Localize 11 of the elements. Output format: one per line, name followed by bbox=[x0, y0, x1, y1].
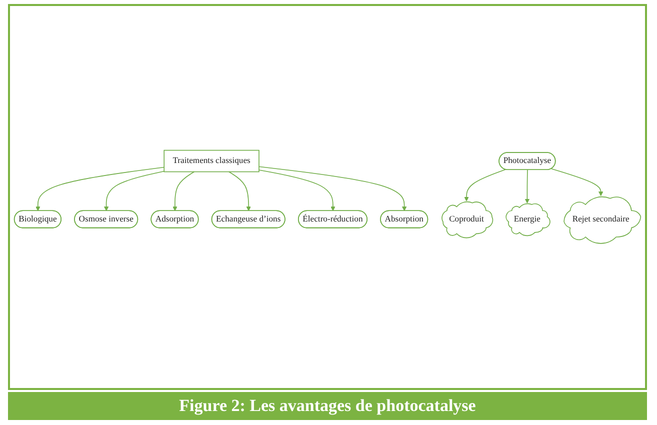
arrow bbox=[172, 171, 195, 212]
arrow bbox=[36, 166, 165, 212]
caption-bar: Figure 2: Les avantages de photocatalyse bbox=[8, 392, 647, 420]
arrow bbox=[104, 171, 165, 212]
arrow bbox=[550, 168, 604, 196]
node-box: Traitements classiques bbox=[164, 150, 260, 172]
arrow bbox=[258, 166, 407, 212]
arrow bbox=[258, 170, 336, 212]
arrow bbox=[464, 169, 506, 202]
arrow bbox=[524, 170, 530, 204]
arrow bbox=[228, 171, 251, 212]
